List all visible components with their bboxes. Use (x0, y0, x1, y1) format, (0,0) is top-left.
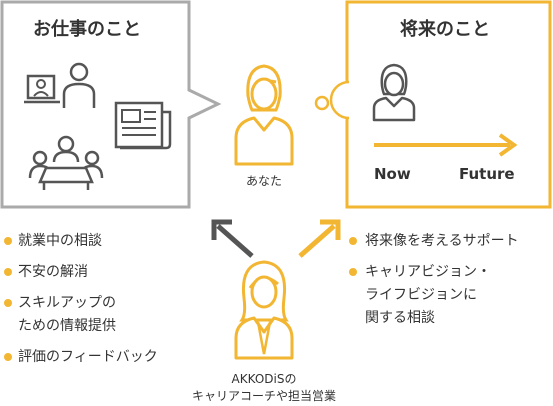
advisor-person-icon (234, 260, 294, 360)
list-item: スキルアップの ための情報提供 (4, 292, 116, 338)
arrow-up-right-icon (298, 219, 341, 258)
timeline-arrow (374, 133, 518, 157)
thought-bubble-small (314, 95, 330, 111)
you-person-icon (234, 64, 294, 166)
list-item: 就業中の相談 (4, 230, 102, 253)
meeting-table-icon (28, 135, 104, 190)
you-label: あなた (245, 174, 282, 188)
advisor-label-line1: AKKODiSの (231, 372, 297, 386)
bullet-dot-icon (4, 268, 12, 276)
bullet-dot-icon (4, 299, 12, 307)
work-box-title: お仕事のこと (33, 19, 141, 40)
future-self-icon (372, 63, 416, 122)
bullet-dot-icon (349, 268, 357, 276)
future-box-title: 将来のこと (400, 19, 490, 40)
list-item: 評価のフィードバック (4, 346, 158, 369)
list-item: 不安の解消 (4, 261, 88, 284)
document-icon (114, 101, 172, 150)
list-item: キャリアビジョン・ ライフビジョンに 関する相談 (349, 261, 491, 330)
arrow-up-left-icon (211, 219, 254, 258)
bullet-dot-icon (4, 353, 12, 361)
advisor-label-line2: キャリアコーチや担当営業 (191, 389, 336, 403)
now-label: Now (374, 165, 411, 183)
list-item: 将来像を考えるサポート (349, 230, 519, 253)
video-meeting-icon (24, 62, 96, 108)
bullet-dot-icon (349, 237, 357, 245)
future-label: Future (459, 165, 515, 183)
bullet-dot-icon (4, 237, 12, 245)
